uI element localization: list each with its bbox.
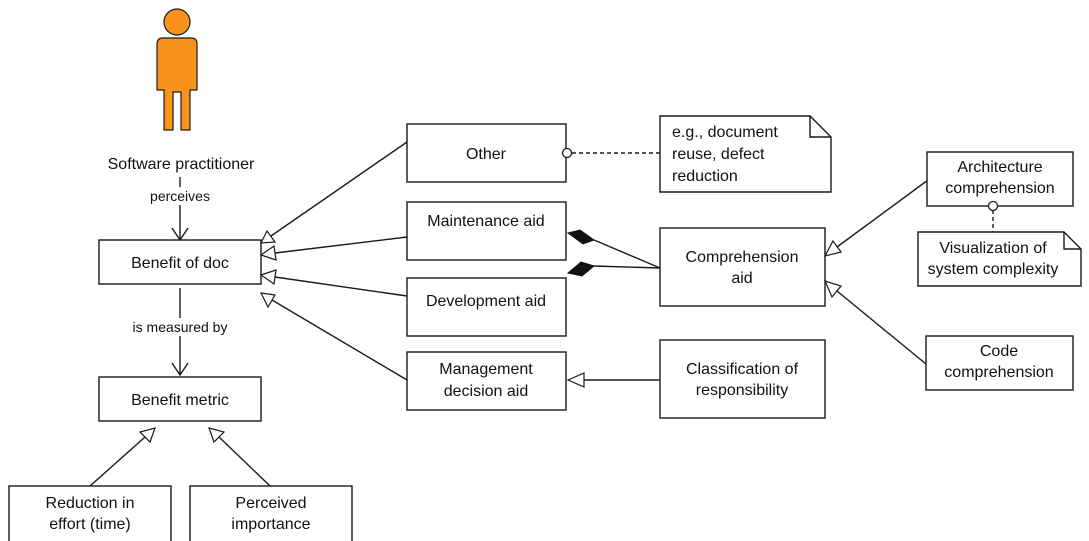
node-classification-of-responsibility: Classification of responsibility: [659, 339, 826, 419]
node-code-line2: comprehension: [944, 364, 1053, 381]
edge-other-to-benefit: [270, 141, 408, 237]
edge-maintenance-to-benefit: [274, 236, 408, 254]
note-architecture-line2: system complexity: [928, 261, 1059, 278]
edge-perceives-label-bg: [140, 187, 220, 205]
node-maintenance-aid-label: Maintenance aid: [427, 213, 544, 230]
note-anchor-architecture: [987, 200, 999, 212]
edge-comprehension-to-development: [593, 265, 661, 269]
actor-figure: [156, 8, 198, 131]
note-architecture-line1: Visualization of: [939, 240, 1047, 257]
node-maintenance-aid: Maintenance aid: [406, 201, 567, 261]
node-other: Other: [406, 123, 567, 183]
generalization-arrow-development: [259, 269, 277, 286]
node-benefit-metric: Benefit metric: [98, 376, 262, 422]
node-architecture-line1: Architecture: [957, 159, 1042, 176]
edge-is-measured-by-label: is measured by: [133, 319, 228, 335]
node-reduction-in-effort-line1: Reduction in: [46, 495, 135, 512]
edge-perceives-label: perceives: [150, 188, 210, 204]
node-comprehension-aid-line2: aid: [731, 270, 752, 287]
node-architecture-line2: comprehension: [945, 180, 1054, 197]
generalization-arrow-management: [259, 292, 276, 309]
composition-diamond-development: [566, 261, 596, 277]
edge-management-to-benefit: [271, 299, 408, 381]
generalization-arrow-classification: [566, 372, 585, 388]
node-reduction-in-effort: Reduction in effort (time): [8, 485, 172, 541]
edge-is-measured-by-arrowhead: [171, 362, 189, 377]
node-classification-line2: responsibility: [696, 382, 788, 399]
edge-architecture-to-comprehension: [836, 179, 929, 248]
composition-diamond-maintenance: [566, 229, 596, 245]
node-benefit-metric-label: Benefit metric: [131, 392, 229, 409]
edge-code-to-comprehension: [836, 290, 927, 365]
node-comprehension-aid: Comprehension aid: [659, 227, 826, 307]
node-perceived-importance: Perceived importance: [189, 485, 353, 541]
node-code-comprehension: Code comprehension: [925, 335, 1074, 391]
node-benefit-of-doc-label: Benefit of doc: [131, 255, 229, 272]
generalization-arrow-reduction: [138, 427, 156, 444]
note-other-line3: reduction: [672, 168, 738, 185]
node-management-decision-aid-line2: decision aid: [444, 383, 529, 400]
node-development-aid: Development aid: [406, 277, 567, 337]
note-other-line1: e.g., document: [672, 124, 778, 141]
note-other-line2: reuse, defect: [672, 146, 765, 163]
node-management-decision-aid: Management decision aid: [406, 351, 567, 411]
node-perceived-importance-line2: importance: [231, 516, 310, 533]
note-architecture: Visualization of system complexity: [917, 231, 1082, 287]
node-architecture-comprehension: Architecture comprehension: [926, 151, 1074, 207]
edge-perceived-to-metric: [218, 436, 271, 487]
generalization-arrow-perceived: [208, 427, 226, 444]
node-other-label: Other: [466, 146, 507, 163]
generalization-arrow-maintenance: [259, 244, 277, 261]
edge-is-measured-by-label-bg: [118, 318, 242, 336]
edge-reduction-to-metric: [89, 436, 146, 487]
node-classification-line1: Classification of: [686, 361, 799, 378]
generalization-arrow-architecture: [823, 239, 843, 257]
generalization-arrow-other: [259, 229, 277, 244]
generalization-arrow-code: [823, 280, 843, 299]
edge-development-to-benefit: [274, 276, 408, 297]
edge-comprehension-to-maintenance: [593, 239, 661, 269]
node-management-decision-aid-line1: Management: [439, 361, 533, 378]
node-perceived-importance-line1: Perceived: [235, 495, 306, 512]
note-anchor-other: [561, 147, 573, 159]
node-comprehension-aid-line1: Comprehension: [686, 249, 799, 266]
node-code-line1: Code: [980, 343, 1018, 360]
note-other: e.g., document reuse, defect reduction: [659, 115, 832, 193]
node-reduction-in-effort-line2: effort (time): [49, 516, 131, 533]
actor-label: Software practitioner: [108, 156, 255, 173]
node-benefit-of-doc: Benefit of doc: [98, 239, 262, 285]
node-development-aid-label: Development aid: [426, 293, 546, 310]
